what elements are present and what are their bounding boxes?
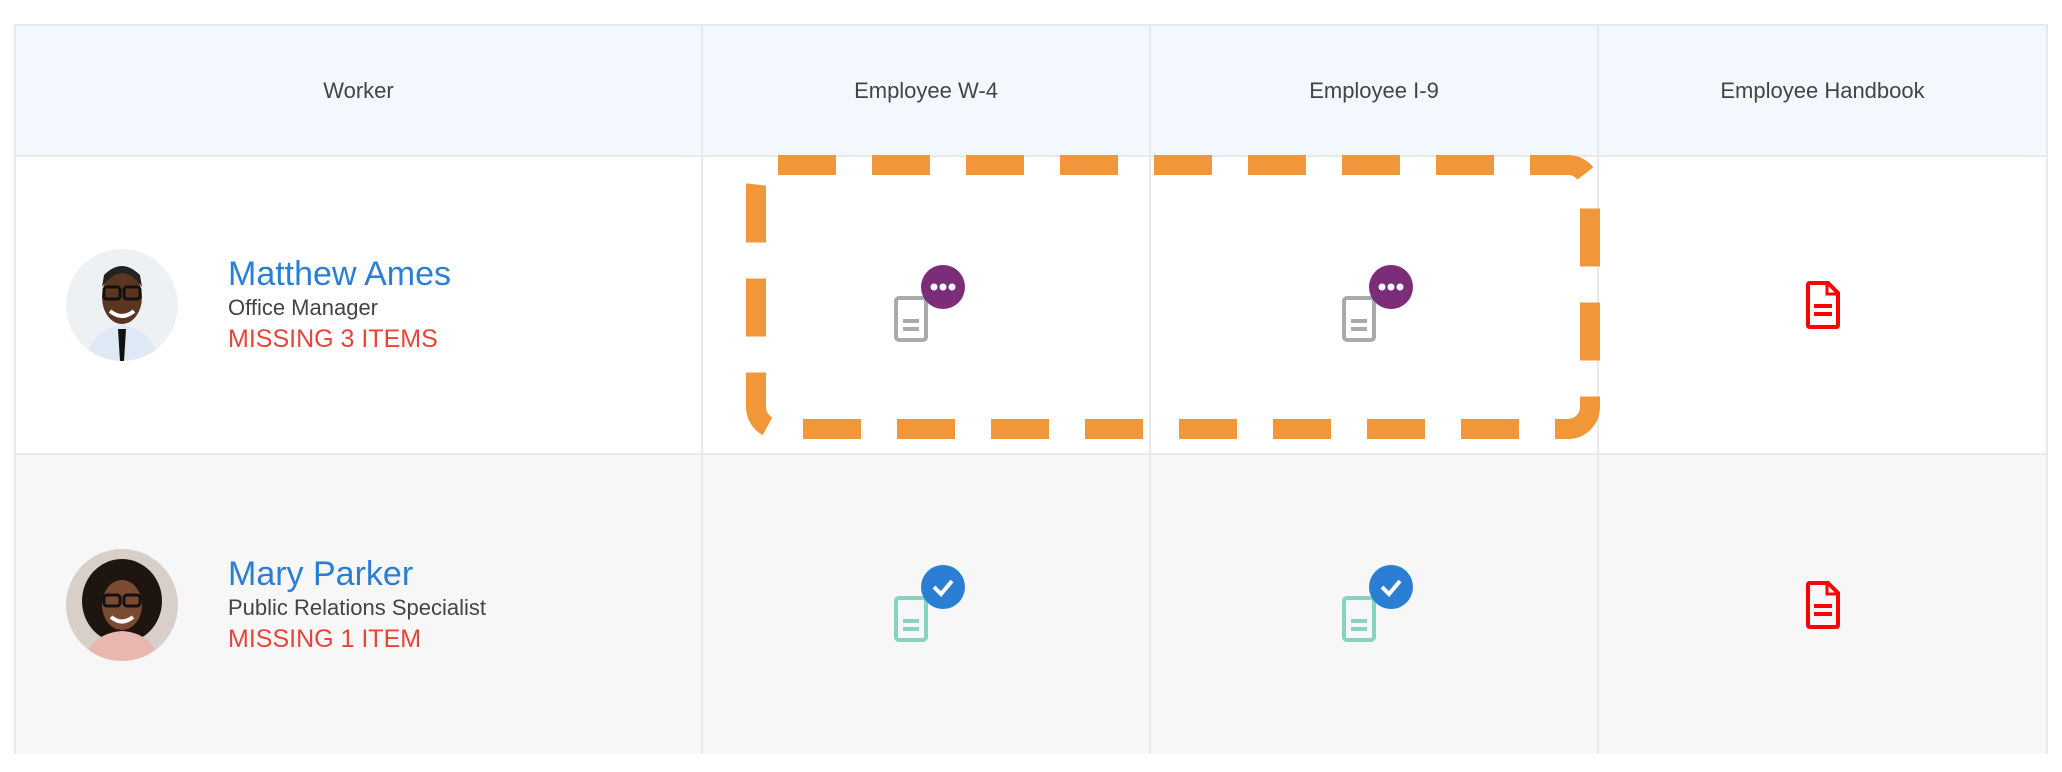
pending-document[interactable]	[1339, 265, 1413, 345]
table-header: Worker Employee W-4 Employee I-9 Employe…	[16, 26, 2046, 157]
avatar[interactable]	[66, 249, 178, 361]
missing-document-icon[interactable]	[1805, 280, 1841, 330]
worker-cell: Mary Parker Public Relations Specialist …	[16, 455, 703, 754]
w4-cell[interactable]	[703, 455, 1151, 754]
missing-document-icon[interactable]	[1805, 580, 1841, 630]
pending-badge-icon	[921, 265, 965, 309]
worker-cell: Matthew Ames Office Manager MISSING 3 IT…	[16, 157, 703, 453]
onboarding-documents-table: Worker Employee W-4 Employee I-9 Employe…	[14, 24, 2048, 754]
completed-document[interactable]	[1339, 564, 1413, 645]
check-badge-icon	[921, 564, 965, 609]
worker-role: Public Relations Specialist	[228, 594, 487, 620]
avatar[interactable]	[66, 548, 178, 661]
document-icon	[894, 595, 928, 642]
i9-cell[interactable]	[1151, 157, 1599, 453]
i9-cell[interactable]	[1151, 455, 1599, 754]
w4-cell[interactable]	[703, 157, 1151, 453]
header-worker[interactable]: Worker	[16, 26, 703, 155]
pending-document[interactable]	[891, 265, 965, 345]
worker-name[interactable]: Mary Parker	[228, 554, 414, 593]
document-icon	[894, 296, 928, 342]
document-icon	[1342, 595, 1376, 642]
table-row: Mary Parker Public Relations Specialist …	[16, 455, 2046, 754]
header-i9[interactable]: Employee I-9	[1151, 26, 1599, 155]
header-w4[interactable]: Employee W-4	[703, 26, 1151, 155]
handbook-cell[interactable]	[1599, 157, 2046, 453]
check-badge-icon	[1369, 564, 1413, 609]
table-row: Matthew Ames Office Manager MISSING 3 IT…	[16, 157, 2046, 455]
worker-role: Office Manager	[228, 295, 379, 320]
missing-status: MISSING 3 ITEMS	[228, 325, 438, 353]
missing-status: MISSING 1 ITEM	[228, 624, 422, 653]
document-icon	[1342, 296, 1376, 342]
worker-name[interactable]: Matthew Ames	[228, 255, 451, 293]
pending-badge-icon	[1369, 265, 1413, 309]
handbook-cell[interactable]	[1599, 455, 2046, 754]
completed-document[interactable]	[891, 564, 965, 645]
header-handbook[interactable]: Employee Handbook	[1720, 77, 1925, 103]
